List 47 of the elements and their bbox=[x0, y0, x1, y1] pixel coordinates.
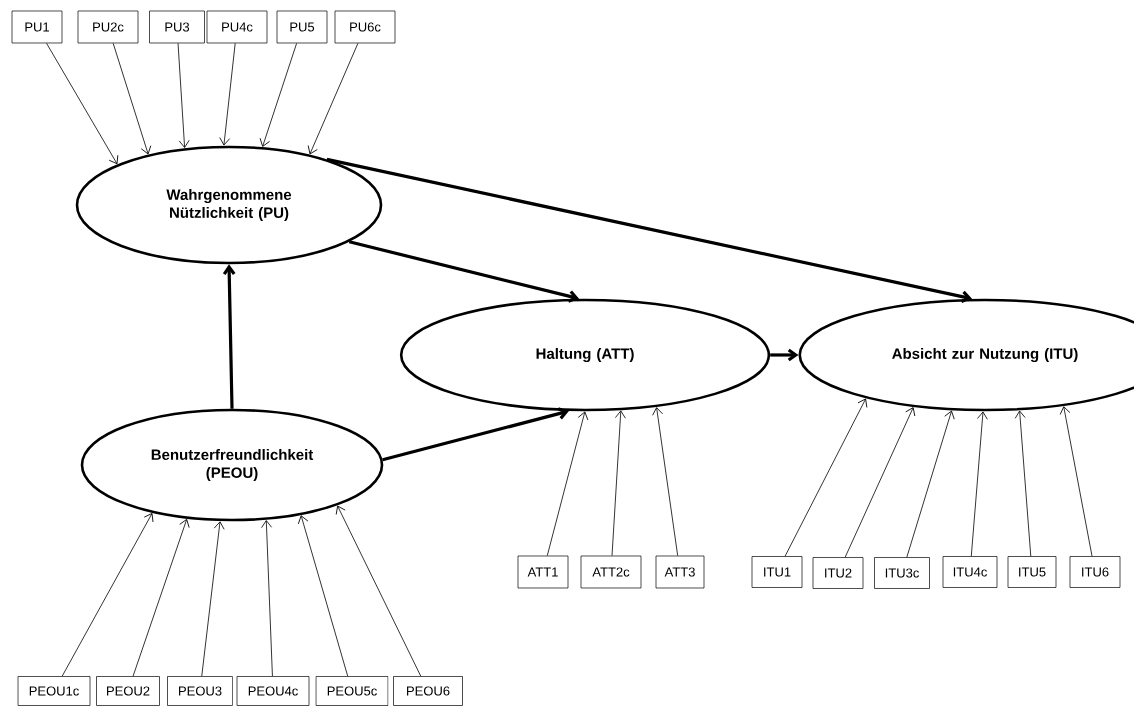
indicator-box: PU6c bbox=[334, 10, 396, 44]
indicator-box: PEOU6 bbox=[393, 676, 463, 706]
indicator-box: PU2c bbox=[77, 10, 139, 44]
arrow bbox=[222, 264, 236, 409]
indicator-box: ITU5 bbox=[1007, 556, 1057, 588]
indicator-box: ATT1 bbox=[517, 555, 569, 589]
indicator-box: ITU2 bbox=[812, 557, 864, 589]
arrow bbox=[261, 520, 273, 677]
arrow bbox=[784, 398, 868, 557]
indicator-box: PU4c bbox=[206, 10, 268, 44]
indicator-box: ATT2c bbox=[580, 555, 642, 589]
indicator-box: ATT3 bbox=[655, 555, 705, 589]
arrow bbox=[970, 411, 988, 557]
arrow bbox=[348, 240, 580, 303]
indicator-box: PEOU1c bbox=[17, 676, 91, 706]
indicator-box: PEOU5c bbox=[315, 676, 389, 706]
indicator-box: PEOU4c bbox=[236, 676, 310, 706]
arrow bbox=[259, 42, 298, 147]
arrow bbox=[132, 519, 190, 677]
indicator-box: PU3 bbox=[149, 10, 205, 44]
arrow bbox=[1059, 406, 1093, 557]
arrow bbox=[307, 42, 359, 155]
indicator-box: ITU3c bbox=[874, 557, 930, 589]
indicator-box: ITU6 bbox=[1069, 556, 1121, 588]
arrow bbox=[46, 42, 119, 165]
indicator-box: PEOU3 bbox=[167, 676, 233, 706]
arrow bbox=[546, 411, 589, 557]
indicator-box: ITU1 bbox=[751, 556, 803, 588]
arrow bbox=[906, 410, 955, 558]
arrow bbox=[201, 521, 225, 677]
arrow bbox=[844, 407, 916, 558]
arrow bbox=[61, 513, 154, 677]
arrow bbox=[652, 407, 679, 557]
arrow bbox=[326, 157, 973, 304]
arrow bbox=[1014, 410, 1032, 557]
arrow bbox=[770, 348, 799, 362]
arrow bbox=[219, 42, 236, 146]
arrow bbox=[611, 410, 626, 557]
arrow bbox=[335, 505, 422, 677]
indicator-box: PU5 bbox=[276, 10, 328, 44]
arrow bbox=[177, 42, 190, 148]
indicator-box: ITU4c bbox=[942, 556, 998, 588]
arrow bbox=[297, 515, 349, 677]
indicator-box: PEOU2 bbox=[96, 676, 160, 706]
arrow bbox=[112, 42, 152, 155]
indicator-box: PU1 bbox=[11, 10, 63, 44]
arrow bbox=[382, 407, 569, 462]
